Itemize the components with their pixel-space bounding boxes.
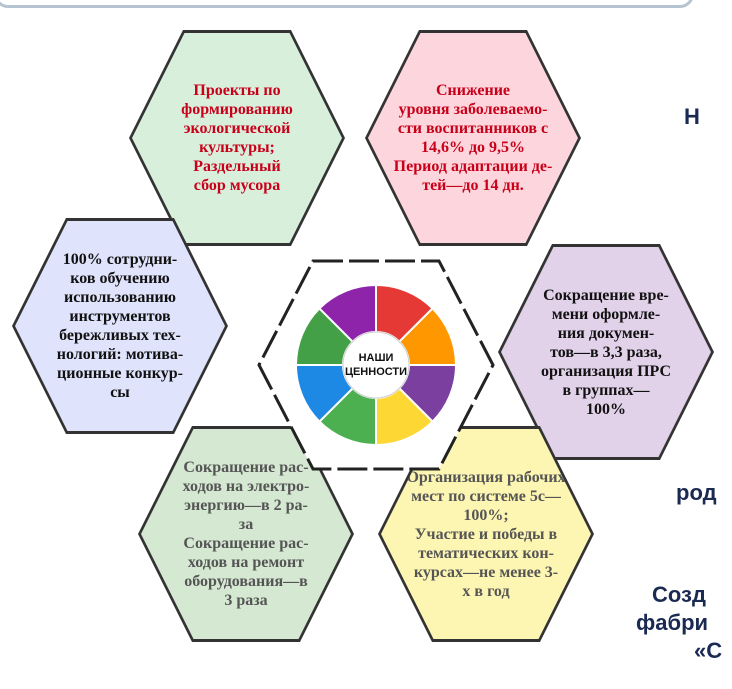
values-wheel: НАШИ ЦЕННОСТИ [257,259,495,471]
wheel-center [342,331,410,399]
hex-staff-training-text: 100% сотрудни- ков обучению использовани… [56,251,184,401]
center-values-hex: НАШИ ЦЕННОСТИ [255,257,497,473]
side-fragment-1: Н [684,104,700,129]
hex-documents: Сокращение вре- мени оформле- ния докуме… [498,244,714,460]
hex-documents-text: Сокращение вре- мени оформле- ния докуме… [540,286,672,418]
side-fragment-5: «С [694,638,723,663]
hex-workplaces-5s-text: Организация рабочих мест по системе 5с— … [406,468,566,600]
side-fragment-3: Созд [652,582,706,607]
hex-staff-training: 100% сотрудни- ков обучению использовани… [12,218,228,434]
wheel-label-line1: НАШИ [359,352,394,364]
top-frame [0,0,694,8]
hex-energy-costs-text: Сокращение рас- ходов на электро- энерги… [182,459,310,609]
wheel-label-line2: ЦЕННОСТИ [345,366,407,378]
side-fragment-2: род [676,480,717,505]
hex-morbidity: Снижение уровня заболеваемо- сти воспита… [365,30,581,246]
side-fragment-4: фабри [636,610,709,635]
hex-ecology-projects: Проекты по формированию экологической ку… [129,30,345,246]
hex-morbidity-text: Снижение уровня заболеваемо- сти воспита… [393,82,553,194]
hex-ecology-text: Проекты по формированию экологической ку… [181,82,293,194]
